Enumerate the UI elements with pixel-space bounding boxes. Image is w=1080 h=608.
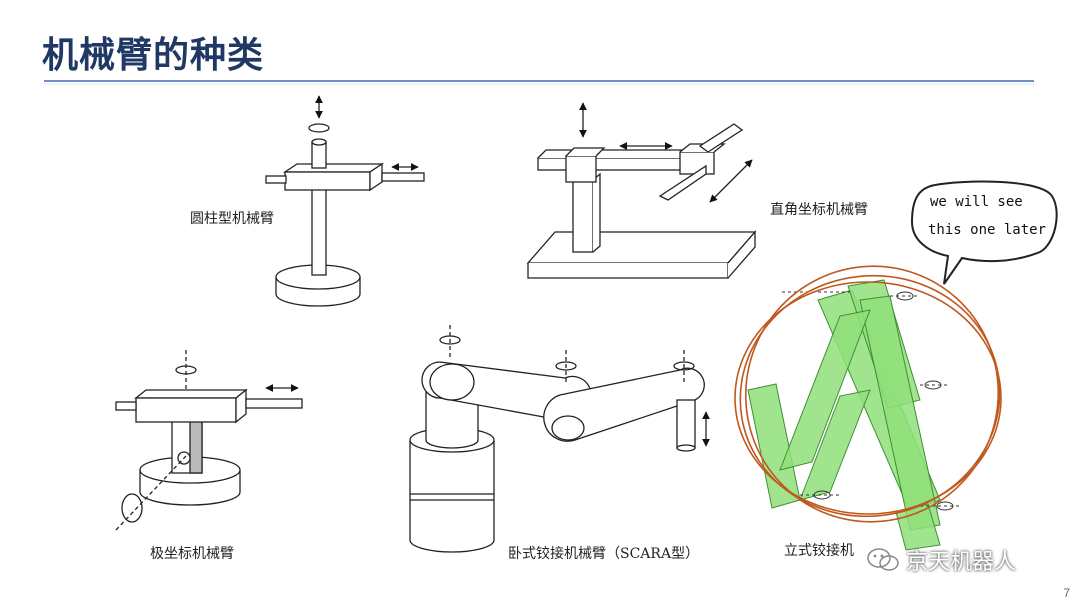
label-cartesian-arm: 直角坐标机械臂: [770, 202, 868, 218]
label-scara-arm: 卧式铰接机械臂（SCARA型）: [508, 546, 700, 562]
slide-title: 机械臂的种类: [42, 35, 265, 76]
label-vertical-arm: 立式铰接机: [784, 543, 854, 559]
title-divider: [44, 80, 1034, 82]
speech-bubble: we will see this one later: [910, 180, 1058, 285]
scara-arm-drawing: [409, 325, 710, 553]
watermark: 京天机器人: [866, 544, 1016, 576]
label-polar-arm: 极坐标机械臂: [150, 546, 234, 562]
bubble-line-2: this one later: [928, 222, 1046, 238]
polar-arm-drawing: [115, 350, 303, 531]
vertical-arm-drawing: [734, 265, 1002, 551]
watermark-text: 京天机器人: [906, 550, 1017, 575]
page-number: 7: [1063, 586, 1070, 600]
bubble-line-1: we will see: [930, 194, 1023, 210]
cylindrical-arm-drawing: [265, 95, 425, 307]
wechat-icon: [867, 548, 899, 571]
label-cylindrical-arm: 圆柱型机械臂: [190, 211, 274, 227]
cartesian-arm-drawing: [526, 102, 757, 279]
title-divider-shadow: [44, 83, 1034, 87]
